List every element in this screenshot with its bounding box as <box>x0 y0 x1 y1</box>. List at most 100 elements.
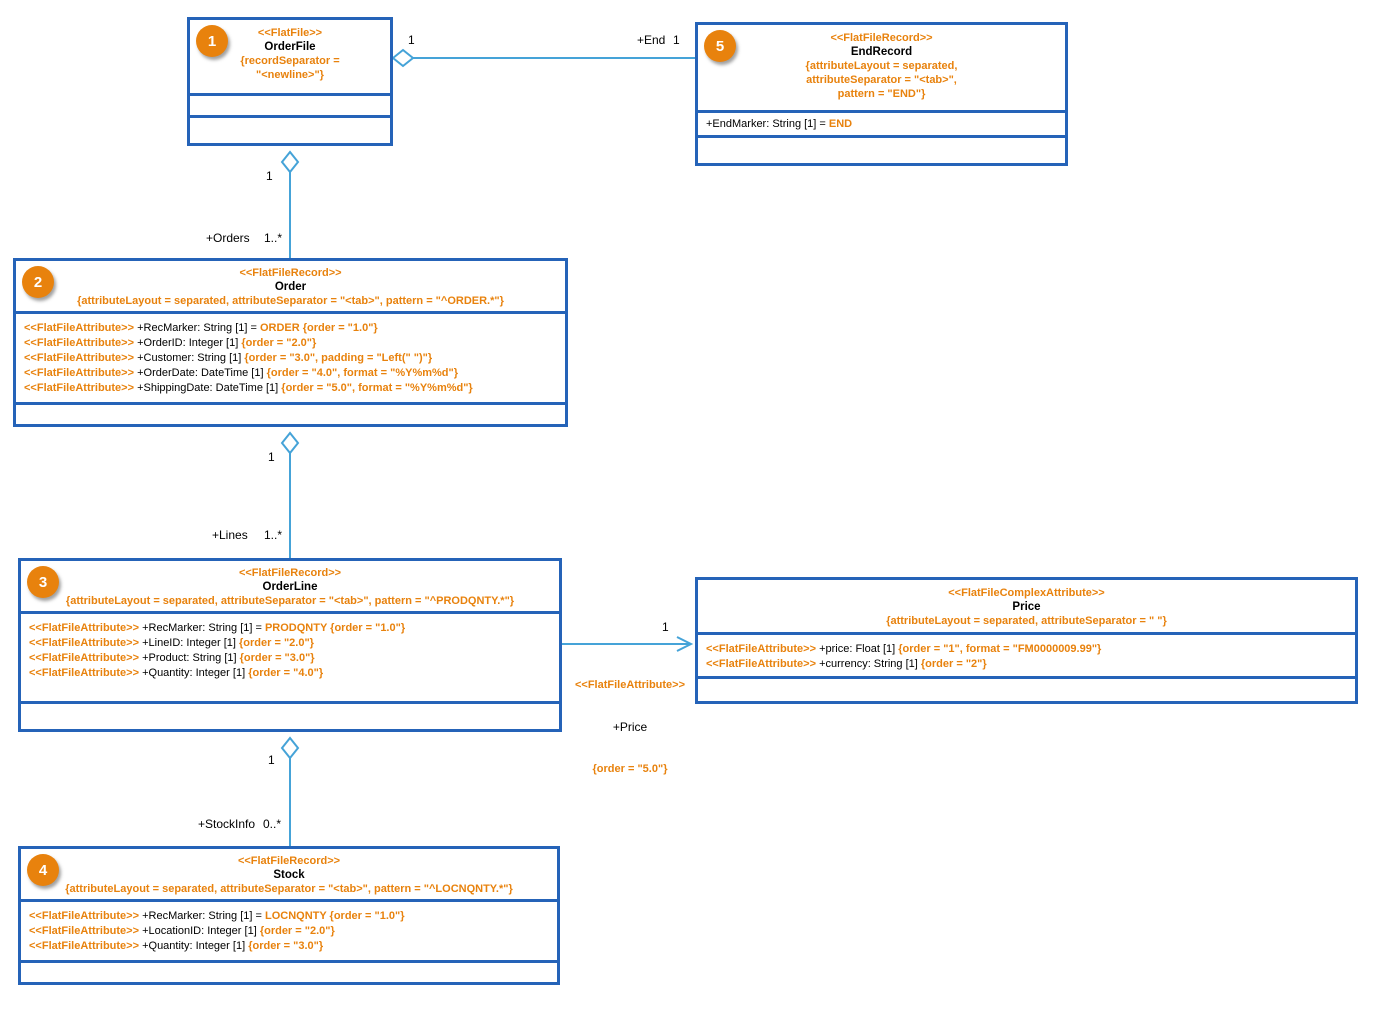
stereotype-label: <<FlatFileRecord>> <box>237 855 341 867</box>
class-orderline[interactable]: 3 <<FlatFileRecord>> OrderLine {attribut… <box>18 558 562 732</box>
class-orderline-header: <<FlatFileRecord>> OrderLine {attributeL… <box>21 561 559 611</box>
multiplicity-price: 1 <box>662 620 669 634</box>
attr-tags: {order = "2.0"} <box>259 925 335 937</box>
attribute-line: <<FlatFileAttribute>> +Customer: String … <box>24 351 557 366</box>
tagged-values: pattern = "END"} <box>837 88 926 100</box>
attr-signature: +currency: String [1] <box>816 658 921 670</box>
multiplicity-orderfile-orders: 1 <box>266 169 273 183</box>
attr-signature: +OrderDate: DateTime [1] <box>134 367 267 379</box>
stereotype-label: <<FlatFile>> <box>257 27 323 39</box>
attr-tags: ORDER {order = "1.0"} <box>259 322 378 334</box>
association-orderline-price[interactable] <box>562 636 694 652</box>
attr-stereotype: <<FlatFileAttribute>> <box>29 925 140 937</box>
callout-badge-3: 3 <box>27 566 59 598</box>
aggregation-orderline-stock[interactable] <box>280 736 300 846</box>
attr-tags: {order = "2.0"} <box>241 337 317 349</box>
attribute-line: <<FlatFileAttribute>> +RecMarker: String… <box>29 909 549 924</box>
multiplicity-orderline-stock: 1 <box>268 753 275 767</box>
class-order-operations-compartment <box>16 402 565 424</box>
class-endrecord-operations-compartment <box>698 135 1065 163</box>
attr-signature: +Product: String [1] <box>139 652 240 664</box>
attr-signature: +RecMarker: String [1] = <box>139 910 265 922</box>
attr-stereotype: <<FlatFileAttribute>> <box>29 622 140 634</box>
class-orderline-operations-compartment <box>21 701 559 729</box>
class-name: OrderFile <box>264 41 316 53</box>
attr-signature: +RecMarker: String [1] = <box>139 622 265 634</box>
attr-stereotype: <<FlatFileAttribute>> <box>29 940 140 952</box>
class-endrecord-header: <<FlatFileRecord>> EndRecord {attributeL… <box>698 25 1065 110</box>
attr-signature: +LineID: Integer [1] <box>139 637 240 649</box>
callout-badge-4: 4 <box>27 854 59 886</box>
tagged-values: {attributeLayout = separated, attributeS… <box>886 615 1167 627</box>
class-price[interactable]: <<FlatFileComplexAttribute>> Price {attr… <box>695 577 1358 704</box>
tagged-values: {attributeLayout = separated, attributeS… <box>65 883 513 895</box>
attr-tags: {order = "2.0"} <box>239 637 314 649</box>
multiplicity-orderfile-end: 1 <box>408 33 415 47</box>
stereotype-label: <<FlatFileRecord>> <box>830 32 933 44</box>
class-name: Price <box>1012 601 1041 613</box>
multiplicity-endrecord: 1 <box>673 33 680 47</box>
class-price-operations-compartment <box>698 676 1355 701</box>
attr-signature: +ShippingDate: DateTime [1] <box>134 382 282 394</box>
attr-tags: LOCNQNTY {order = "1.0"} <box>264 910 405 922</box>
attr-stereotype: <<FlatFileAttribute>> <box>29 652 140 664</box>
aggregation-orderfile-endrecord[interactable] <box>391 48 695 68</box>
attr-signature: +price: Float [1] <box>816 643 899 655</box>
callout-badge-2: 2 <box>22 266 54 298</box>
multiplicity-stockinfo: 0..* <box>263 817 282 831</box>
attr-signature: +LocationID: Integer [1] <box>139 925 260 937</box>
attribute-line: <<FlatFileAttribute>> +OrderDate: DateTi… <box>24 366 557 381</box>
class-order[interactable]: 2 <<FlatFileRecord>> Order {attributeLay… <box>13 258 568 427</box>
aggregation-order-orderline[interactable] <box>280 431 300 558</box>
attr-stereotype: <<FlatFileAttribute>> <box>24 322 135 334</box>
attribute-line: <<FlatFileAttribute>> +Quantity: Integer… <box>29 666 551 681</box>
class-price-attributes: <<FlatFileAttribute>> +price: Float [1] … <box>698 632 1355 676</box>
attr-signature: +Quantity: Integer [1] <box>139 940 249 952</box>
attribute-line: <<FlatFileAttribute>> +LocationID: Integ… <box>29 924 549 939</box>
class-endrecord-attributes: +EndMarker: String [1] = END <box>698 110 1065 135</box>
aggregation-diamond-icon <box>391 48 415 68</box>
aggregation-diamond-icon <box>280 150 300 174</box>
class-orderfile-header: <<FlatFile>> OrderFile {recordSeparator … <box>190 20 390 93</box>
attr-stereotype: <<FlatFileAttribute>> <box>24 337 135 349</box>
arrowhead-icon <box>676 636 694 652</box>
tagged-values: {attributeLayout = separated, <box>805 60 958 72</box>
attribute-line: <<FlatFileAttribute>> +Product: String [… <box>29 651 551 666</box>
class-name: EndRecord <box>850 46 913 58</box>
attribute-line: <<FlatFileAttribute>> +Quantity: Integer… <box>29 939 549 954</box>
class-stock-header: <<FlatFileRecord>> Stock {attributeLayou… <box>21 849 557 899</box>
stereotype-label: <<FlatFileRecord>> <box>239 267 342 279</box>
attr-signature: +Customer: String [1] <box>134 352 245 364</box>
class-stock-attributes: <<FlatFileAttribute>> +RecMarker: String… <box>21 899 557 960</box>
attr-stereotype: <<FlatFileAttribute>> <box>29 667 140 679</box>
attr-tags: {order = "3.0"} <box>248 940 324 952</box>
attr-stereotype: <<FlatFileAttribute>> <box>29 910 140 922</box>
attr-stereotype: <<FlatFileAttribute>> <box>24 382 135 394</box>
price-association-role: +Price <box>612 720 648 734</box>
attribute-line: <<FlatFileAttribute>> +currency: String … <box>706 657 1347 672</box>
attribute-line: <<FlatFileAttribute>> +LineID: Integer [… <box>29 636 551 651</box>
class-endrecord[interactable]: 5 <<FlatFileRecord>> EndRecord {attribut… <box>695 22 1068 166</box>
tagged-values: "<newline>"} <box>256 69 324 81</box>
attr-default-value: END <box>828 118 853 130</box>
class-stock-operations-compartment <box>21 960 557 982</box>
class-stock[interactable]: 4 <<FlatFileRecord>> Stock {attributeLay… <box>18 846 560 985</box>
aggregation-diamond-icon <box>280 431 300 455</box>
multiplicity-orders: 1..* <box>264 231 283 245</box>
class-orderfile[interactable]: 1 <<FlatFile>> OrderFile {recordSeparato… <box>187 17 393 146</box>
class-name: Stock <box>273 869 305 881</box>
association-price-label: <<FlatFileAttribute>> +Price {order = "5… <box>563 650 697 804</box>
aggregation-orderfile-order[interactable] <box>280 150 300 258</box>
class-orderfile-attributes-compartment <box>190 93 390 115</box>
attr-tags: PRODQNTY {order = "1.0"} <box>264 622 406 634</box>
attr-signature: +OrderID: Integer [1] <box>134 337 242 349</box>
class-order-attributes: <<FlatFileAttribute>> +RecMarker: String… <box>16 311 565 402</box>
attribute-line: <<FlatFileAttribute>> +ShippingDate: Dat… <box>24 381 557 396</box>
role-lines: +Lines <box>212 528 248 542</box>
role-orders: +Orders <box>206 231 250 245</box>
callout-badge-1: 1 <box>196 25 228 57</box>
attr-stereotype: <<FlatFileAttribute>> <box>24 367 135 379</box>
tagged-values: {attributeLayout = separated, attributeS… <box>77 295 504 307</box>
